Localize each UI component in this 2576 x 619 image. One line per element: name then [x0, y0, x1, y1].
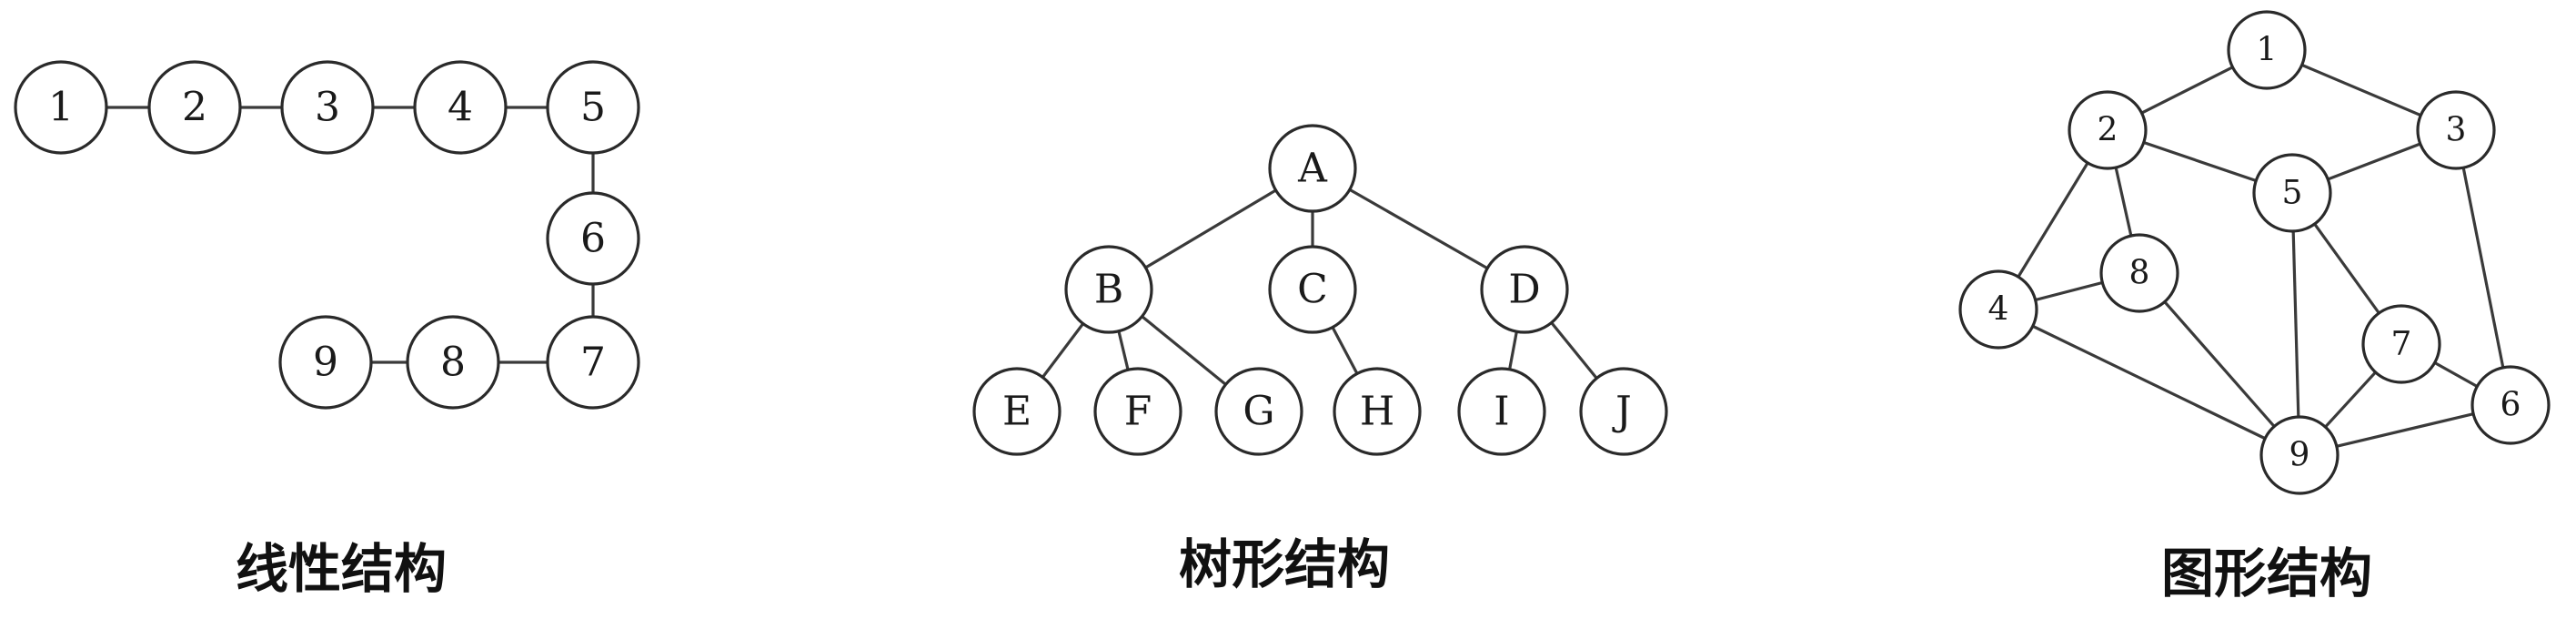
tree-node-label: G: [1243, 389, 1274, 435]
graph-edge-4-9: [1997, 308, 2300, 457]
tree-node-label: E: [1002, 389, 1031, 435]
graph-node-circle: [2470, 365, 2551, 445]
tree-caption: 树形结构: [1179, 533, 1390, 595]
graph-node-circle: [2361, 304, 2441, 384]
tree-node-circle: [1457, 367, 1546, 456]
graph-edge-5-9: [2290, 192, 2301, 456]
graph-node-label: 8: [2129, 255, 2150, 292]
linear-node-label: 1: [48, 85, 74, 131]
tree-node-circle: [1579, 367, 1668, 456]
linear-node-7: 7: [546, 315, 640, 410]
graph-edge-3-6: [2454, 129, 2512, 406]
linear-node-circle: [546, 191, 640, 286]
linear-node-label: 5: [580, 85, 606, 131]
tree-node-label: H: [1360, 389, 1394, 435]
linear-node-circle: [280, 60, 375, 155]
tree-node-D: D: [1480, 245, 1569, 334]
tree-node-F: F: [1093, 367, 1182, 456]
linear-node-circle: [278, 315, 373, 410]
tree-node-G: G: [1214, 367, 1303, 456]
linear-node-circle: [147, 60, 242, 155]
graph-node-circle: [2259, 415, 2340, 495]
linear-node-1: 1: [14, 60, 108, 155]
graph-node-7: 7: [2361, 304, 2441, 384]
linear-node-label: 8: [440, 340, 466, 386]
graph-node-9: 9: [2259, 415, 2340, 495]
graph-node-circle: [2068, 90, 2148, 170]
tree-node-C: C: [1268, 245, 1357, 334]
tree-node-circle: [972, 367, 1062, 456]
tree-node-J: J: [1579, 367, 1668, 456]
tree-node-B: B: [1064, 245, 1153, 334]
graph-node-circle: [2099, 233, 2179, 313]
graph-node-1: 1: [2227, 10, 2307, 90]
graph-node-2: 2: [2068, 90, 2148, 170]
graph-node-label: 5: [2282, 175, 2303, 212]
tree-node-label: J: [1612, 389, 1632, 435]
graph-node-8: 8: [2099, 233, 2179, 313]
graph-node-4: 4: [1958, 269, 2038, 350]
tree-node-E: E: [972, 367, 1062, 456]
tree-node-label: I: [1494, 389, 1509, 435]
linear-node-2: 2: [147, 60, 242, 155]
tree-node-label: B: [1094, 267, 1123, 313]
linear-node-circle: [406, 315, 500, 410]
tree-node-label: D: [1508, 267, 1540, 313]
graph-edge-8-9: [2138, 271, 2301, 457]
tree-node-label: A: [1297, 146, 1328, 192]
linear-node-label: 2: [182, 85, 207, 131]
linear-node-5: 5: [546, 60, 640, 155]
tree-node-A: A: [1268, 124, 1357, 213]
linear-node-9: 9: [278, 315, 373, 410]
tree-node-circle: [1480, 245, 1569, 334]
linear-caption: 线性结构: [236, 538, 447, 600]
graph-node-label: 1: [2257, 32, 2278, 69]
tree-node-circle: [1268, 245, 1357, 334]
linear-node-label: 3: [315, 85, 340, 131]
linear-node-circle: [546, 315, 640, 410]
linear-node-6: 6: [546, 191, 640, 286]
linear-node-label: 9: [313, 340, 338, 386]
graph-node-5: 5: [2252, 153, 2332, 233]
tree-node-circle: [1214, 367, 1303, 456]
tree-node-label: C: [1297, 267, 1328, 313]
graph-node-label: 3: [2446, 112, 2467, 149]
graph-node-label: 9: [2289, 437, 2310, 474]
graph-node-3: 3: [2416, 90, 2496, 170]
linear-node-label: 6: [580, 216, 606, 262]
linear-node-3: 3: [280, 60, 375, 155]
tree-node-circle: [1268, 124, 1357, 213]
tree-node-circle: [1093, 367, 1182, 456]
linear-node-label: 4: [448, 85, 473, 131]
graph-structure-diagram: 1 2 3 4 5 6 7 8 9: [1958, 10, 2551, 495]
tree-structure-diagram: A B C D E F G H I J: [972, 124, 1668, 456]
graph-node-label: 7: [2391, 326, 2412, 363]
linear-node-8: 8: [406, 315, 500, 410]
graph-node-6: 6: [2470, 365, 2551, 445]
graph-node-circle: [2252, 153, 2332, 233]
graph-node-circle: [2416, 90, 2496, 170]
tree-node-H: H: [1333, 367, 1422, 456]
linear-structure-diagram: 1 2 3 4 5 6 7 8 9: [14, 60, 640, 410]
tree-node-circle: [1064, 245, 1153, 334]
linear-node-4: 4: [413, 60, 508, 155]
linear-node-circle: [546, 60, 640, 155]
linear-node-circle: [413, 60, 508, 155]
tree-node-circle: [1333, 367, 1422, 456]
graph-node-label: 2: [2098, 112, 2118, 149]
graph-node-label: 4: [1988, 291, 2009, 329]
graph-node-circle: [2227, 10, 2307, 90]
graph-caption: 图形结构: [2161, 543, 2372, 604]
graph-node-circle: [1958, 269, 2038, 350]
graph-node-label: 6: [2501, 387, 2521, 424]
tree-node-label: F: [1124, 389, 1152, 435]
linear-node-circle: [14, 60, 108, 155]
linear-node-label: 7: [580, 340, 606, 386]
tree-node-I: I: [1457, 367, 1546, 456]
